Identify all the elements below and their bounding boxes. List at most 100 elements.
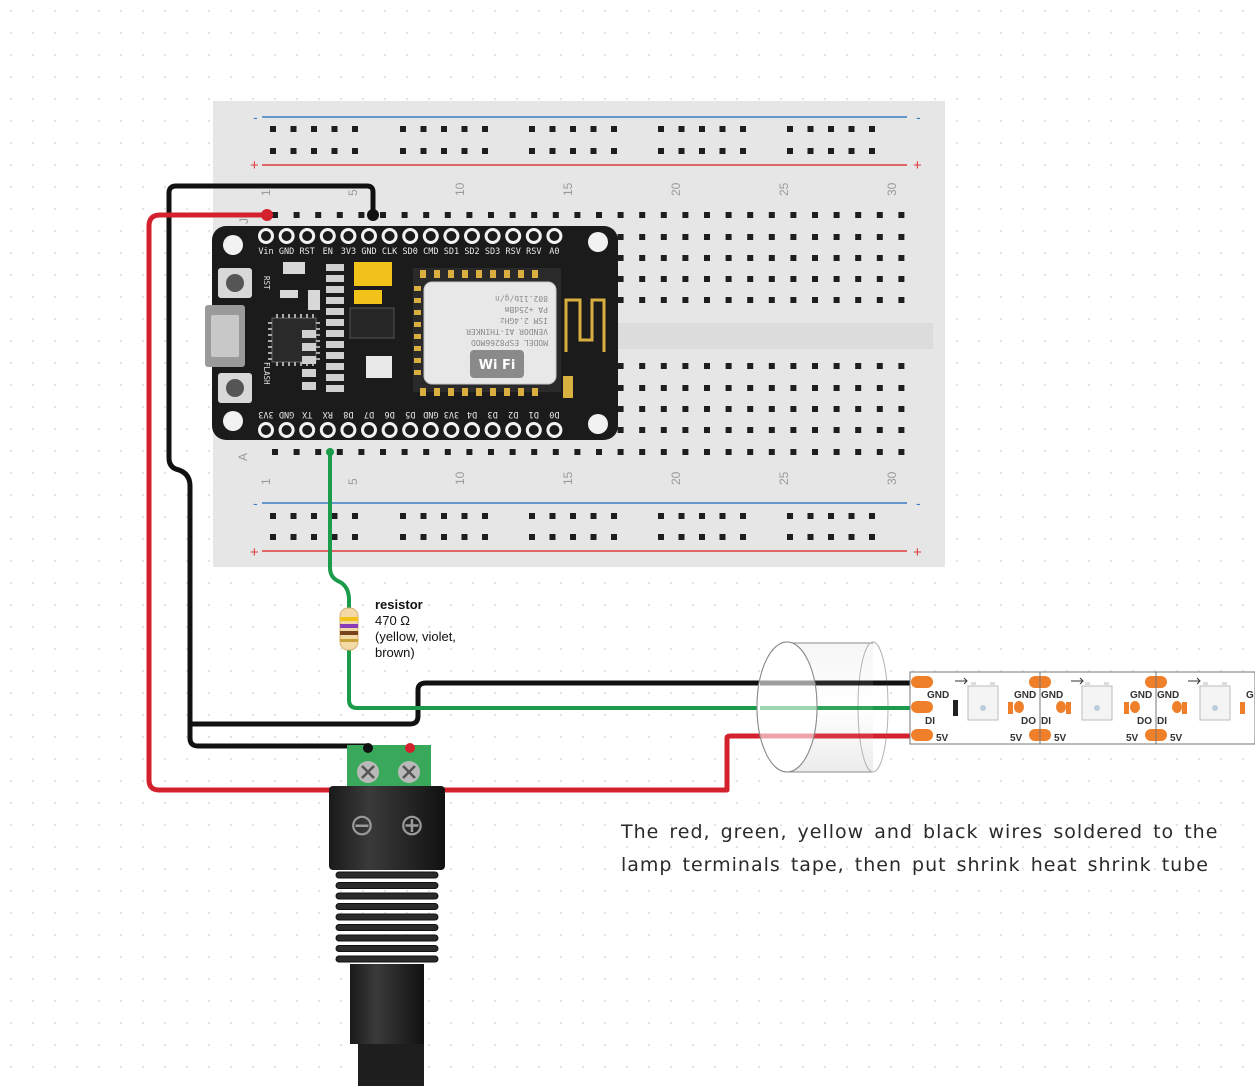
- pin-label-bottom: 3V3: [258, 409, 273, 419]
- strip-segment-label: GND: [1130, 690, 1152, 701]
- rail-hole: [400, 534, 406, 540]
- breadboard-hole: [790, 255, 797, 261]
- rail-hole: [699, 513, 705, 519]
- header-pin-bottom: [422, 422, 439, 438]
- breadboard-hole: [682, 255, 689, 261]
- breadboard-hole: [272, 449, 278, 455]
- rail-hole: [719, 534, 726, 540]
- breadboard-hole: [488, 449, 494, 455]
- breadboard-hole: [833, 276, 840, 282]
- col-number-top-5: 5: [346, 189, 360, 196]
- breadboard-hole: [876, 212, 883, 218]
- breadboard-hole: [617, 385, 624, 391]
- breadboard-hole: [552, 449, 559, 455]
- header-pin-top: [402, 228, 419, 244]
- header-pin-bottom: [484, 422, 501, 438]
- green-wire-end: [326, 448, 334, 456]
- dc-jack-ridges: [335, 871, 439, 963]
- castellation-pad: [414, 310, 421, 315]
- resistor-value: 470 Ω: [375, 613, 411, 628]
- breadboard-hole: [833, 212, 840, 218]
- col-number-top-15: 15: [561, 182, 575, 196]
- pin-label-bottom: TX: [301, 409, 312, 419]
- rail-hole: [290, 126, 297, 132]
- castellation-pad: [448, 270, 454, 278]
- breadboard-hole: [639, 406, 646, 412]
- castellation-pad: [476, 388, 482, 396]
- rail-hole: [699, 534, 705, 540]
- castellation-pad: [414, 346, 421, 351]
- rail-hole: [719, 148, 726, 154]
- terminal-wire-red-end: [405, 743, 415, 753]
- rail-hole: [311, 534, 317, 540]
- breadboard-hole: [812, 276, 818, 282]
- breadboard-hole: [768, 212, 775, 218]
- header-pin-top: [464, 228, 480, 244]
- breadboard-hole: [790, 363, 797, 369]
- rail-hole: [270, 513, 276, 519]
- caption-line-2: lamp terminals tape, then put shrink hea…: [621, 854, 1209, 876]
- breadboard-hole: [358, 449, 365, 455]
- breadboard-hole: [812, 406, 818, 412]
- breadboard-hole: [660, 363, 667, 369]
- breadboard-hole: [747, 276, 754, 282]
- pin-label-top: GND: [361, 247, 376, 257]
- pin-label-bottom: GND: [423, 409, 438, 419]
- castellation-pad: [414, 334, 421, 339]
- chip-leg: [282, 362, 284, 366]
- breadboard-hole: [531, 212, 538, 218]
- pin-label-bottom: D0: [549, 409, 559, 419]
- header-pin-bottom: [319, 422, 336, 438]
- breadboard-hole: [704, 276, 710, 282]
- breadboard-hole: [617, 363, 624, 369]
- breadboard-hole: [401, 449, 408, 455]
- rail-hole: [420, 126, 427, 132]
- rail-hole: [611, 148, 617, 154]
- rail-hole: [482, 148, 488, 154]
- col-number-top-20: 20: [669, 182, 683, 196]
- rail-hole: [570, 534, 576, 540]
- breadboard-hole: [423, 449, 430, 455]
- breadboard-hole: [747, 363, 754, 369]
- rail-hole: [719, 513, 726, 519]
- rail-hole: [590, 148, 597, 154]
- breadboard-hole: [682, 363, 689, 369]
- breadboard-hole: [682, 406, 689, 412]
- castellation-pad: [420, 388, 426, 396]
- dc-jack-ridge: [335, 892, 439, 900]
- header-pin-bottom: [381, 422, 398, 438]
- rail-hole: [699, 126, 705, 132]
- breadboard-hole: [790, 276, 797, 282]
- rail-hole: [311, 148, 317, 154]
- castellation-pad: [532, 270, 538, 278]
- header-pin-top: [546, 228, 563, 244]
- breadboard-hole: [639, 427, 646, 433]
- rail-hole: [290, 534, 297, 540]
- rail-hole: [807, 148, 814, 154]
- bottom-left-minus-label: -: [253, 495, 258, 511]
- resistor-body: [339, 607, 359, 651]
- breadboard-hole: [401, 212, 408, 218]
- smd-resistor-1: [280, 290, 298, 298]
- pin-label-bottom: RX: [322, 409, 333, 419]
- chip-leg: [288, 314, 290, 318]
- rail-hole: [482, 513, 488, 519]
- strip-first-gnd-label: GND: [927, 690, 949, 701]
- breadboard-hole: [660, 234, 667, 240]
- castellation-pad: [414, 322, 421, 327]
- smd-part: [302, 330, 316, 338]
- rail-hole: [740, 148, 746, 154]
- breadboard-hole: [790, 385, 797, 391]
- rail-hole: [482, 534, 488, 540]
- breadboard-hole: [617, 212, 624, 218]
- header-pin-top: [340, 228, 357, 244]
- pin-label-bottom: D8: [343, 409, 353, 419]
- rail-hole: [590, 513, 597, 519]
- strip-cap: [1240, 702, 1245, 714]
- breadboard-hole: [833, 297, 840, 303]
- pin-label-top: EN: [323, 247, 333, 257]
- solder-pad: [911, 676, 933, 688]
- rail-hole: [290, 148, 297, 154]
